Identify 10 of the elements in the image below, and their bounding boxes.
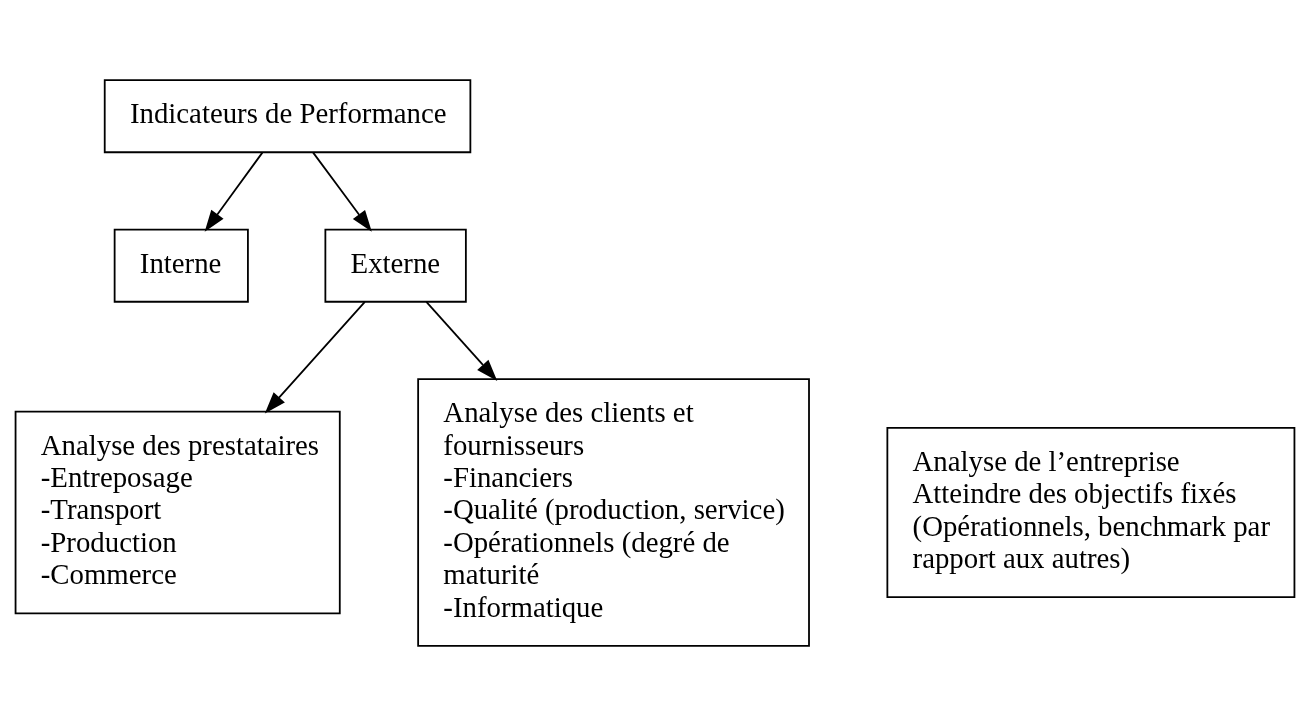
- node-box: Externe: [324, 228, 467, 303]
- node-box: Indicateurs de Performance: [103, 79, 472, 154]
- node-box: Interne: [113, 228, 249, 303]
- node-box: Analyse de l’entreprise Atteindre des objectifs fixés (Opérationnels, benchmark par rapport aux autres): [886, 426, 1296, 599]
- arrow: [425, 300, 498, 381]
- arrow: [264, 300, 366, 414]
- arrow: [204, 151, 264, 232]
- node-box: Analyse des prestataires -Entreposage -Transport -Production -Commerce: [14, 410, 341, 615]
- node-box: Analyse des clients et fournisseurs -Financiers -Qualité (production, service) -Opérationnels (degré de maturité -Informatique: [417, 378, 810, 647]
- arrow: [312, 151, 372, 232]
